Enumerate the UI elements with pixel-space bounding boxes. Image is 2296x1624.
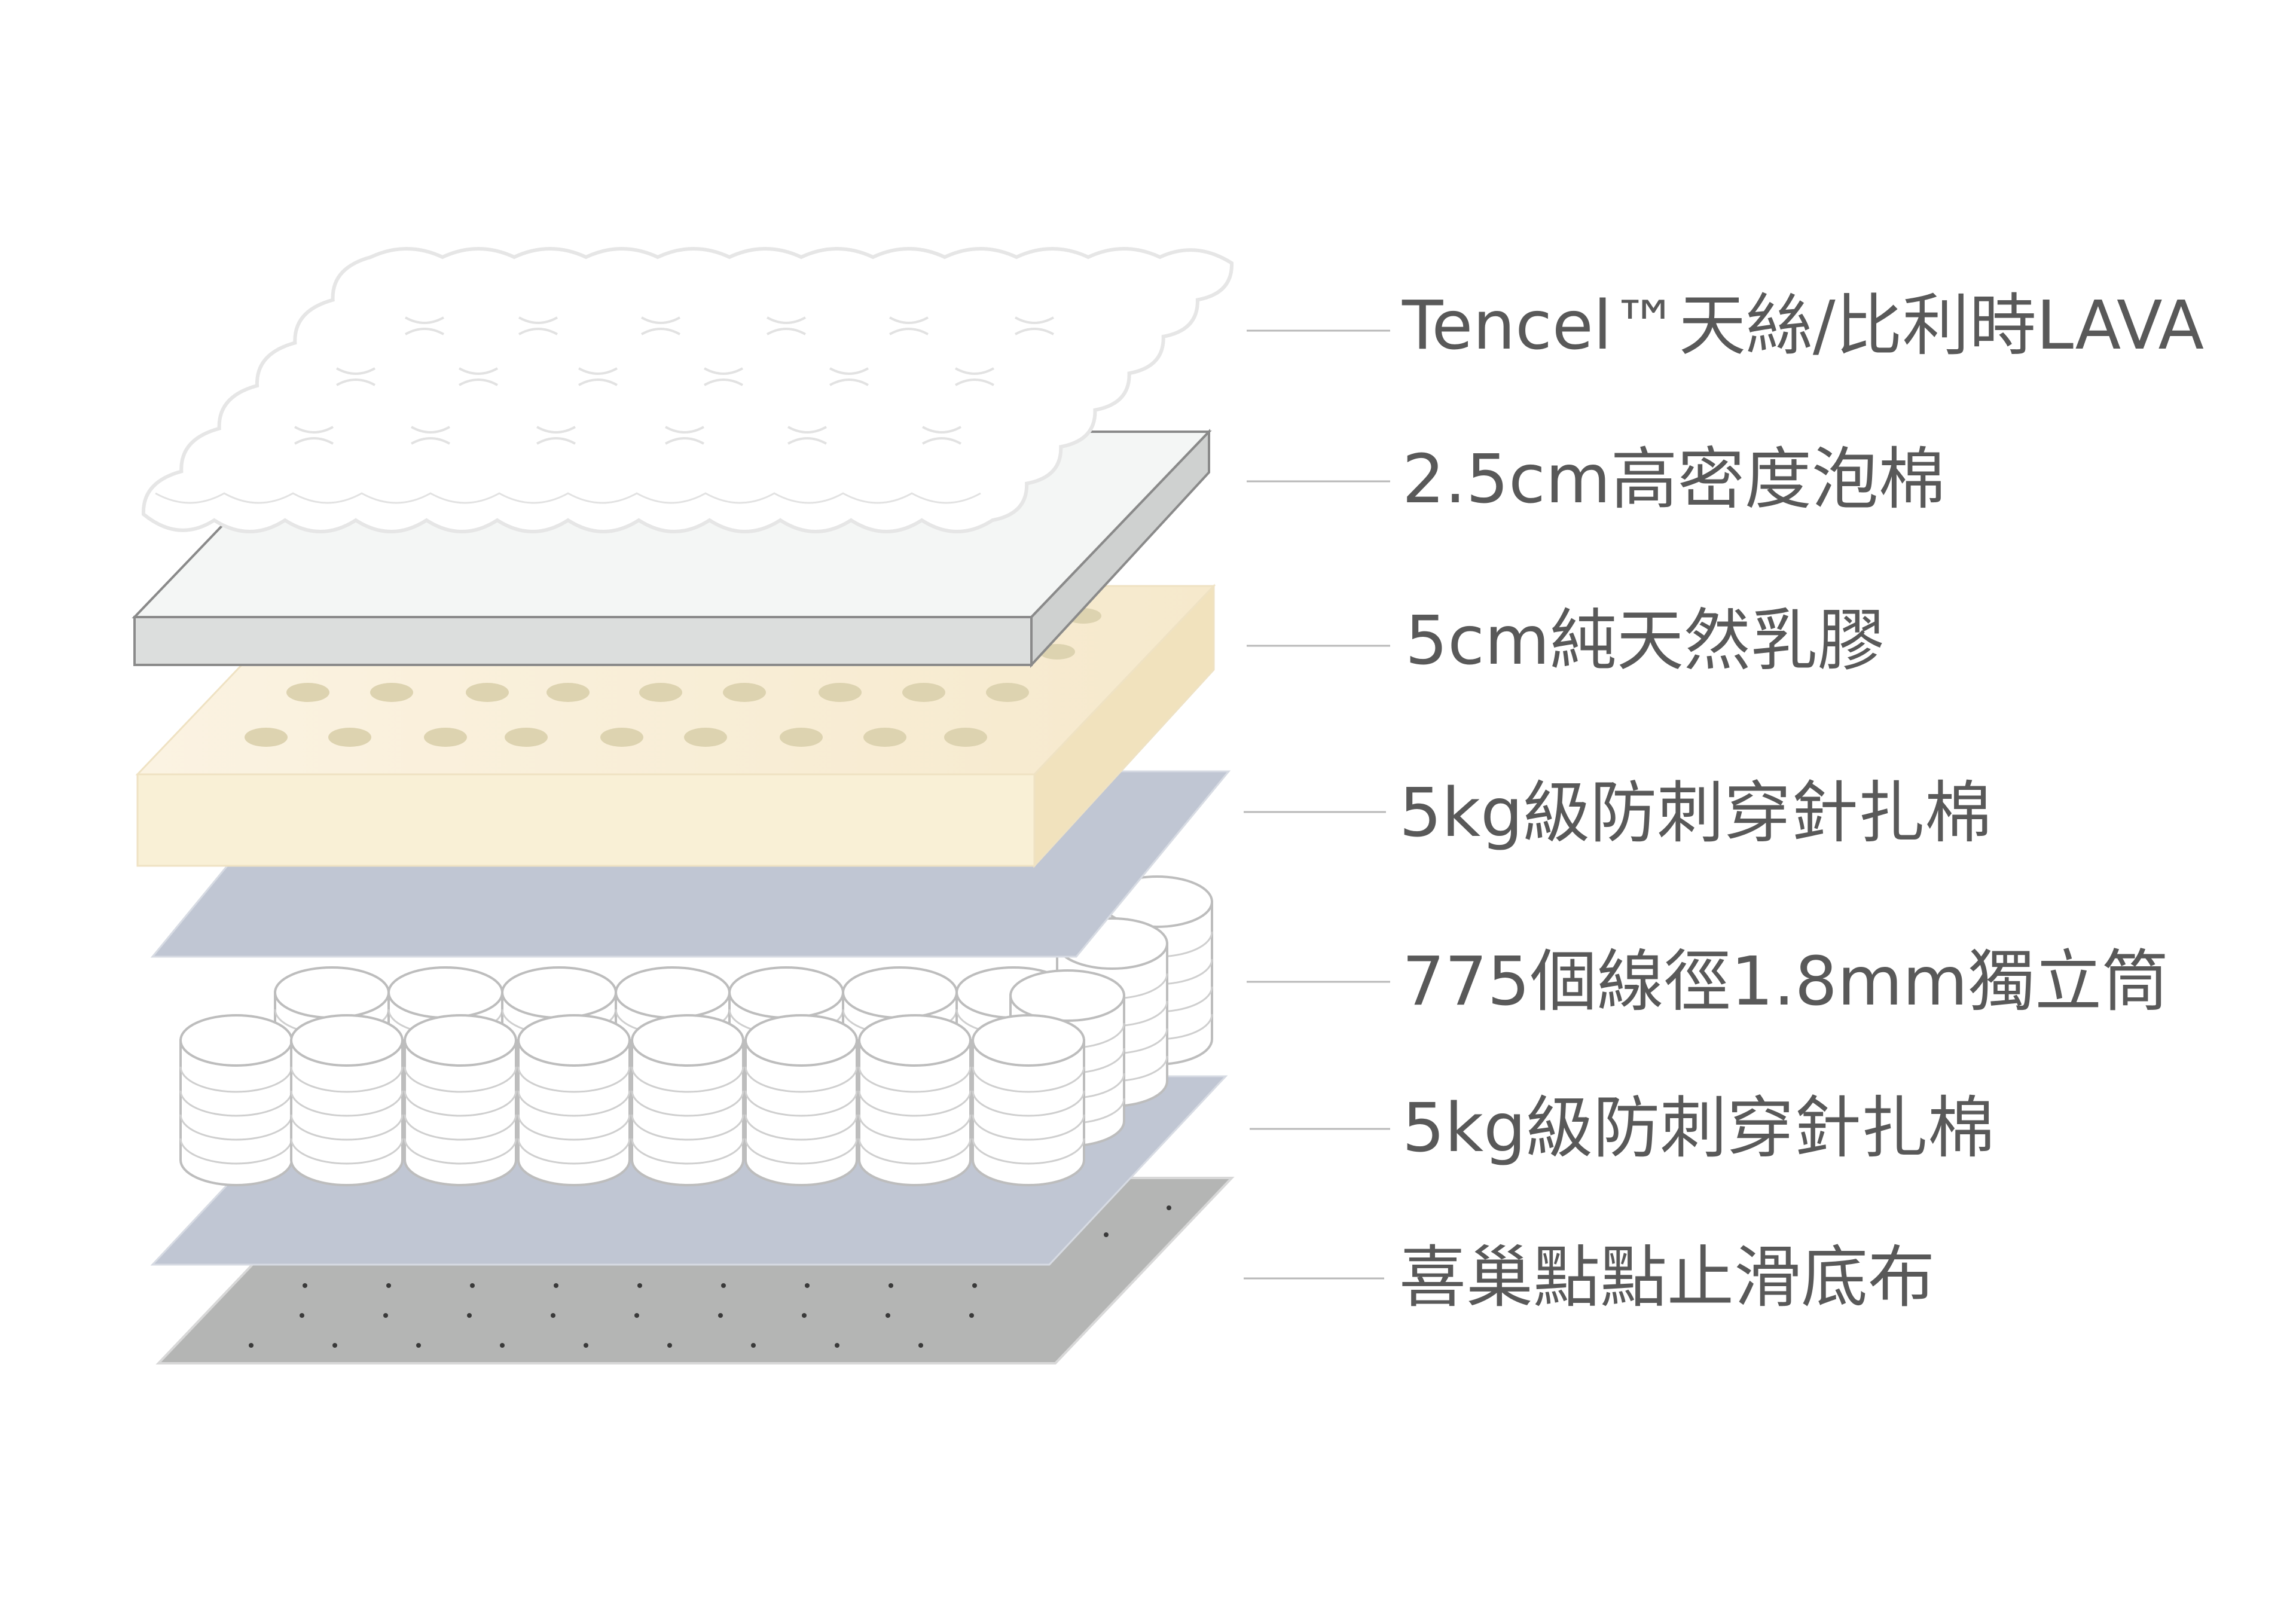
quilt-stitch [889, 316, 929, 335]
anti-slip-dot [805, 1283, 810, 1288]
latex-ventilation-holes [245, 608, 1101, 747]
latex-hole [944, 728, 987, 747]
latex-hole [723, 683, 766, 702]
pocket-spring [290, 1014, 404, 1186]
latex-hole [986, 683, 1029, 702]
anti-slip-dot [554, 1283, 558, 1288]
layer-label-4: 5kg級防刺穿針扎棉 [1399, 774, 1992, 852]
tencel-quilted-top-layer [141, 247, 1234, 533]
anti-slip-dot [386, 1283, 391, 1288]
latex-hole [546, 683, 590, 702]
latex-hole [902, 683, 945, 702]
latex-hole [286, 683, 329, 702]
latex-hole [684, 728, 727, 747]
pocket-spring-layer [179, 875, 1213, 1186]
anti-slip-dot [886, 1313, 890, 1318]
layer-label-3: 5cm純天然乳膠 [1405, 602, 1885, 680]
quilt-stitch [704, 367, 743, 386]
pocket-spring [631, 1014, 744, 1186]
anti-slip-dot [889, 1283, 893, 1288]
anti-slip-dot [500, 1343, 505, 1348]
anti-slip-dot [1104, 1232, 1109, 1237]
anti-slip-dot [249, 1343, 254, 1348]
quilt-stitch [665, 426, 704, 445]
anti-slip-dot [332, 1343, 337, 1348]
anti-slip-dot [634, 1313, 639, 1318]
quilt-stitch [829, 367, 869, 386]
anti-slip-dot [835, 1343, 839, 1348]
pocket-spring [744, 1014, 858, 1186]
quilt-stitch [767, 316, 806, 335]
anti-slip-dot [667, 1343, 672, 1348]
quilt-stitch [518, 316, 558, 335]
pocket-spring [858, 1014, 972, 1186]
latex-hole [600, 728, 643, 747]
quilt-stitch [336, 367, 375, 386]
pocket-spring [972, 1014, 1085, 1186]
pocket-spring [179, 1014, 293, 1186]
quilt-stitch [411, 426, 450, 445]
layer-label-5: 775個線徑1.8mm獨立筒 [1402, 943, 2169, 1021]
latex-hole [466, 683, 509, 702]
latex-hole [639, 683, 682, 702]
quilt-stitch [459, 367, 498, 386]
layer-label-2: 2.5cm高密度泡棉 [1402, 441, 1946, 518]
anti-slip-dot [584, 1343, 588, 1348]
anti-slip-dot [918, 1343, 923, 1348]
layer-label-1: Tencel™天絲/比利時LAVA [1402, 287, 2204, 365]
anti-slip-dot [802, 1313, 807, 1318]
anti-slip-dot [300, 1313, 304, 1318]
quilt-stitch [955, 367, 994, 386]
anti-slip-dot [467, 1313, 472, 1318]
latex-hole [328, 728, 371, 747]
anti-slip-dot [383, 1313, 388, 1318]
quilt-stitch [922, 426, 961, 445]
quilt-stitch [641, 316, 680, 335]
anti-slip-dot [721, 1283, 726, 1288]
anti-slip-dot [551, 1313, 555, 1318]
anti-slip-dot [969, 1313, 974, 1318]
layer-label-6: 5kg級防刺穿針扎棉 [1402, 1089, 1995, 1167]
pocket-spring [404, 1014, 517, 1186]
anti-slip-dot [972, 1283, 977, 1288]
quilt-stitch [787, 426, 827, 445]
anti-slip-dot [470, 1283, 475, 1288]
quilt-stitch [405, 316, 444, 335]
layer-labels: Tencel™天絲/比利時LAVA 2.5cm高密度泡棉 5cm純天然乳膠 5k… [1244, 287, 2204, 1317]
latex-hole [863, 728, 906, 747]
latex-hole [780, 728, 823, 747]
latex-hole [370, 683, 413, 702]
pocket-spring [517, 1014, 631, 1186]
quilt-stitch [1015, 316, 1054, 335]
anti-slip-dot [637, 1283, 642, 1288]
latex-hole [245, 728, 288, 747]
quilt-stitch [536, 426, 576, 445]
quilt-stitch [578, 367, 618, 386]
quilt-stitch [294, 426, 334, 445]
anti-slip-dot [718, 1313, 723, 1318]
layer-label-7: 喜巢點點止滑底布 [1399, 1239, 1935, 1317]
latex-hole [505, 728, 548, 747]
anti-slip-dot [751, 1343, 756, 1348]
anti-slip-dot [1167, 1205, 1171, 1210]
anti-slip-dot [416, 1343, 421, 1348]
latex-hole [819, 683, 862, 702]
anti-slip-dot [303, 1283, 307, 1288]
latex-hole [424, 728, 467, 747]
